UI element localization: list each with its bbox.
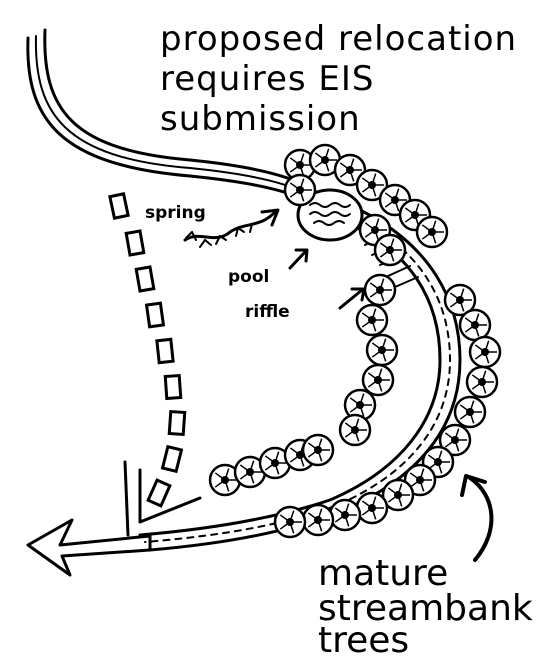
tree-canopy-center [466, 408, 474, 416]
tree-canopy-center [246, 468, 254, 476]
title-line-1: proposed relocation [160, 19, 517, 59]
tree-canopy-center [416, 476, 424, 484]
tree-canopy-center [368, 316, 376, 324]
tree-canopy-center [321, 156, 329, 164]
tree-canopy-center [296, 161, 304, 169]
tree-canopy-center [391, 196, 399, 204]
tree-canopy-center [296, 186, 304, 194]
tree-canopy-center [356, 401, 364, 409]
tree-canopy-center [368, 504, 376, 512]
tree-canopy-center [368, 181, 376, 189]
tree-canopy-center [481, 348, 489, 356]
tree-canopy-center [271, 459, 279, 467]
pool-arrow [290, 250, 307, 268]
tree-canopy-center [394, 491, 402, 499]
tree-canopy-center [341, 511, 349, 519]
tree-canopy-center [351, 426, 359, 434]
tree-canopy-center [314, 516, 322, 524]
tree-canopy-center [411, 211, 419, 219]
trees-note-line-3: trees [318, 620, 409, 657]
tree-canopy-center [378, 346, 386, 354]
tree-canopy-center [434, 458, 442, 466]
riffle-label: riffle [245, 302, 290, 322]
title-block: proposed relocation requires EIS submiss… [160, 19, 517, 139]
tree-canopy-center [286, 518, 294, 526]
pool-label: pool [228, 267, 269, 287]
tree-canopy-center [456, 296, 464, 304]
tree-canopy-center [478, 378, 486, 386]
trees-note: mature streambank trees [318, 553, 533, 657]
tree-canopy-center [374, 376, 382, 384]
riffle-arrow [340, 289, 364, 308]
proposed-channel [110, 194, 200, 535]
tree-canopy-center [471, 321, 479, 329]
tree-canopy-center [386, 246, 394, 254]
tree-canopy-center [221, 476, 229, 484]
tree-canopy-center [314, 446, 322, 454]
tree-canopy-center [376, 286, 384, 294]
tree-canopy-center [451, 436, 459, 444]
title-line-3: submission [160, 99, 361, 139]
spring-label: spring [145, 203, 206, 223]
tree-canopy-center [428, 228, 436, 236]
tree-canopy-center [346, 166, 354, 174]
tree-canopy-center [371, 226, 379, 234]
trees-note-arrow [462, 476, 491, 560]
title-line-2: requires EIS [160, 59, 375, 99]
flow-arrow [28, 520, 150, 575]
